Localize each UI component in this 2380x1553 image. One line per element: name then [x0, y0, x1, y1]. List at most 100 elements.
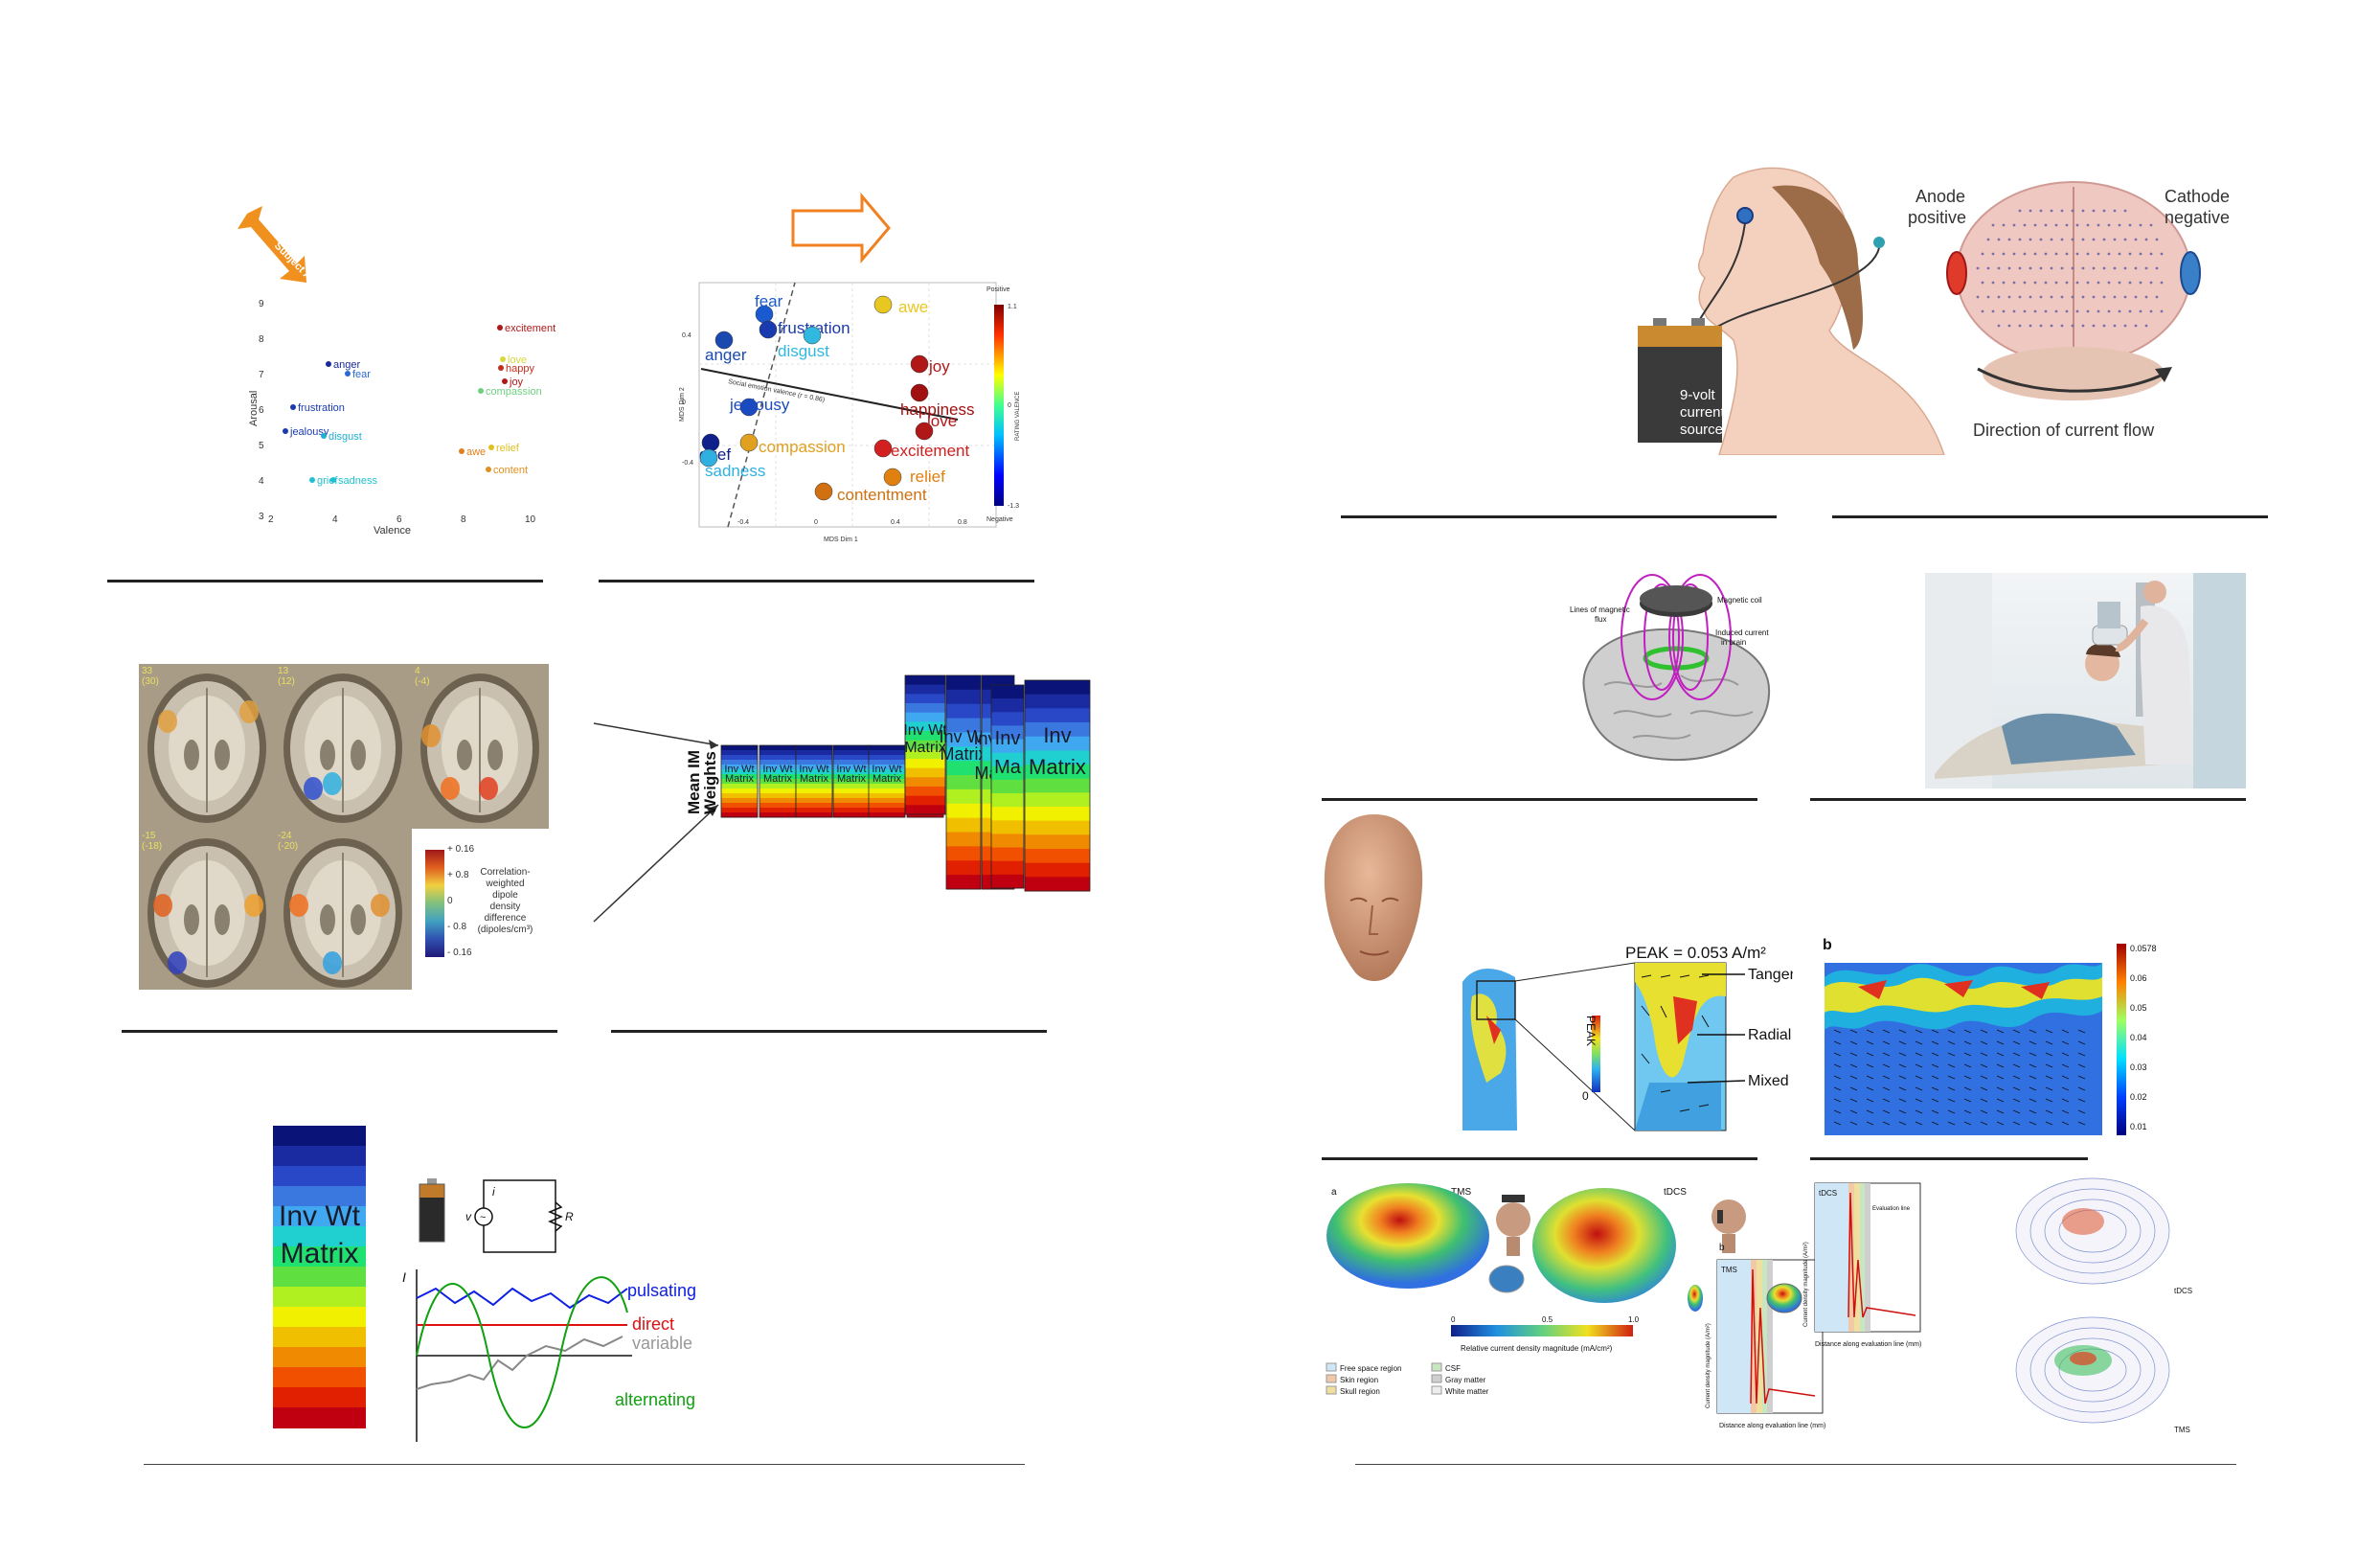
battery-text-1: 9-volt [1680, 387, 1716, 403]
matrix-cell [1025, 736, 1090, 751]
vector-arrow [2077, 1098, 2086, 1103]
current-dot [2012, 281, 2016, 285]
vector-arrow [2061, 1040, 2070, 1045]
current-dot [2044, 223, 2048, 227]
current-dot [2092, 295, 2096, 299]
vector-arrow [1898, 1040, 1907, 1045]
wireframe-model [2015, 1316, 2170, 1424]
current-dot [2023, 281, 2027, 285]
matrix-cell [1025, 807, 1090, 822]
vector-arrow [1963, 1098, 1972, 1103]
current-dot [2123, 266, 2127, 270]
vector-arrow [1980, 1098, 1988, 1103]
vector-arrow [1947, 1063, 1956, 1068]
vector-arrow [1915, 1109, 1923, 1114]
pointer-line [593, 722, 719, 746]
current-dot [2075, 252, 2079, 256]
scatter-point [330, 477, 336, 483]
current-dot [2054, 281, 2058, 285]
cathode-label-1: Cathode [2165, 187, 2230, 206]
x-tick-label: 0.4 [891, 519, 900, 526]
flux-label-1: Lines of magnetic [1570, 605, 1630, 614]
current-dot [2029, 295, 2032, 299]
vector-arrow [1980, 1086, 1988, 1091]
matrix-cell [869, 803, 905, 809]
current-dot [2065, 309, 2069, 313]
y-tick-label: 0.4 [682, 332, 691, 339]
vector-arrow [1915, 1063, 1923, 1068]
slice-label: 4 [415, 666, 420, 676]
scatter-point [739, 398, 759, 417]
battery-text-3: source [1680, 422, 1723, 438]
divider [107, 580, 543, 582]
current-dot [2002, 309, 2006, 313]
vector-arrow [1849, 1086, 1858, 1091]
current-dot [2123, 209, 2127, 213]
vector-arrow [2029, 1052, 2037, 1057]
eval-head-inset [1766, 1283, 1802, 1313]
circuit-i: i [492, 1185, 495, 1199]
vector-arrow [2029, 1109, 2037, 1114]
matrix-cell [721, 793, 758, 799]
vector-arrow [1963, 1040, 1972, 1045]
current-dot [2118, 281, 2121, 285]
current-dot [1981, 281, 1984, 285]
vector-arrow [1849, 1052, 1858, 1057]
current-dot [2018, 209, 2022, 213]
scatter-point [283, 428, 288, 434]
vector-arrow [1996, 1098, 2005, 1103]
current-dot [1986, 295, 1990, 299]
matrix-cell [721, 803, 758, 809]
scatter-points: excitementangerfearlovehappyjoycompassio… [283, 323, 555, 487]
current-dot [2081, 209, 2085, 213]
flux-lines [1621, 574, 1732, 700]
matrix-cell [759, 812, 796, 818]
point-label: joy [509, 377, 524, 388]
colorbar-max: 1.1 [1008, 304, 1017, 310]
vector-arrow [1931, 1121, 1939, 1126]
matrix-cell [833, 769, 870, 775]
matrix-cell [759, 793, 796, 799]
vector-arrow [1866, 1121, 1874, 1126]
current-density-figure: PEAK 0 PEAK = 0.053 A/m² Tangential Radi… [1458, 939, 1818, 1135]
vector-arrow [1866, 1109, 1874, 1114]
vector-arrow [2029, 1098, 2037, 1103]
matrix-cell [869, 793, 905, 799]
peak-scale-bottom: 0 [1582, 1089, 1589, 1103]
current-dot [2128, 252, 2132, 256]
current-dot [2149, 223, 2153, 227]
point-label: joy [928, 357, 950, 376]
vector-arrow [2029, 1029, 2037, 1034]
matrix-cell [759, 769, 796, 775]
cathode-electrode [2180, 251, 2201, 295]
vector-arrow [1996, 1063, 2005, 1068]
current-dot [2139, 309, 2142, 313]
current-dot [2102, 266, 2106, 270]
scatter-point [326, 361, 331, 367]
vector-arrow [2061, 1075, 2070, 1080]
current-dot [2050, 266, 2053, 270]
vector-arrow [2012, 1075, 2021, 1080]
matrix-cell [991, 752, 1024, 767]
matrix-cell [721, 784, 758, 789]
vector-arrow [2077, 1040, 2086, 1045]
vector-arrow [1915, 1121, 1923, 1126]
current-dot [2113, 324, 2117, 328]
matrix-label-bottom: Matrix [280, 1238, 359, 1269]
brain-slices-figure: 33(30)13(12)4(-4)-15(-18)-24(-20) + 0.16… [139, 664, 549, 990]
matrix-cell [273, 1126, 366, 1147]
matrix-cell [991, 834, 1024, 849]
current-dot [2086, 309, 2090, 313]
matrix-cell [759, 765, 796, 770]
slice-label: -24 [278, 831, 292, 841]
current-dot [2071, 324, 2074, 328]
vector-arrow [2012, 1086, 2021, 1091]
tdcs-illustration: 9-volt current source Anode positive Cat… [1628, 158, 2249, 456]
matrix-cell [796, 803, 832, 809]
matrix-label-bottom: Matrix [941, 744, 987, 764]
matrix-label-top: Inv Wt [762, 764, 792, 775]
matrix-cell [946, 703, 981, 719]
divider [1322, 1157, 1757, 1160]
